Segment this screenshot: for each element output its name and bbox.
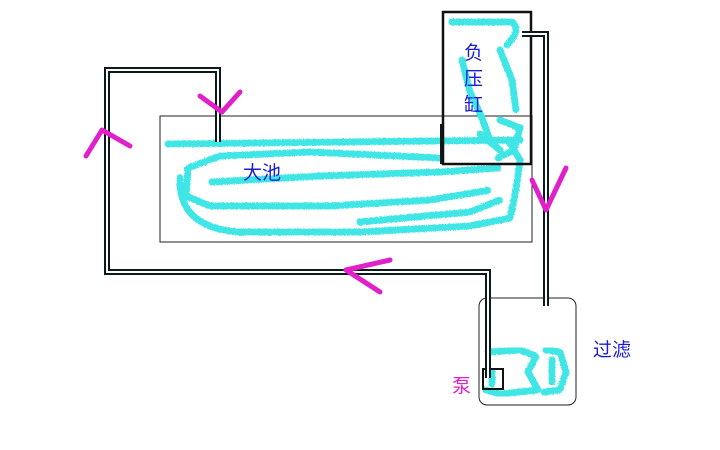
main-tank-label: 大池 xyxy=(243,162,282,184)
water-flow-filter xyxy=(482,346,570,398)
pump-box xyxy=(482,368,504,390)
flow-arrow-up xyxy=(83,127,133,159)
pipe-network xyxy=(104,31,549,378)
flow-arrow-down-right xyxy=(529,165,569,213)
water-flow-cylinder xyxy=(448,18,525,162)
vacuum-cylinder-box xyxy=(441,10,533,166)
flow-arrow-down-inlet xyxy=(197,89,243,115)
filter-label: 过滤 xyxy=(593,339,632,361)
water-flow-main-tank xyxy=(164,136,524,236)
pump-label: 泵 xyxy=(452,375,472,397)
filter-box xyxy=(478,297,577,406)
flow-arrow-left xyxy=(343,257,393,295)
vacuum-cylinder-label: 负压缸 xyxy=(464,42,484,116)
